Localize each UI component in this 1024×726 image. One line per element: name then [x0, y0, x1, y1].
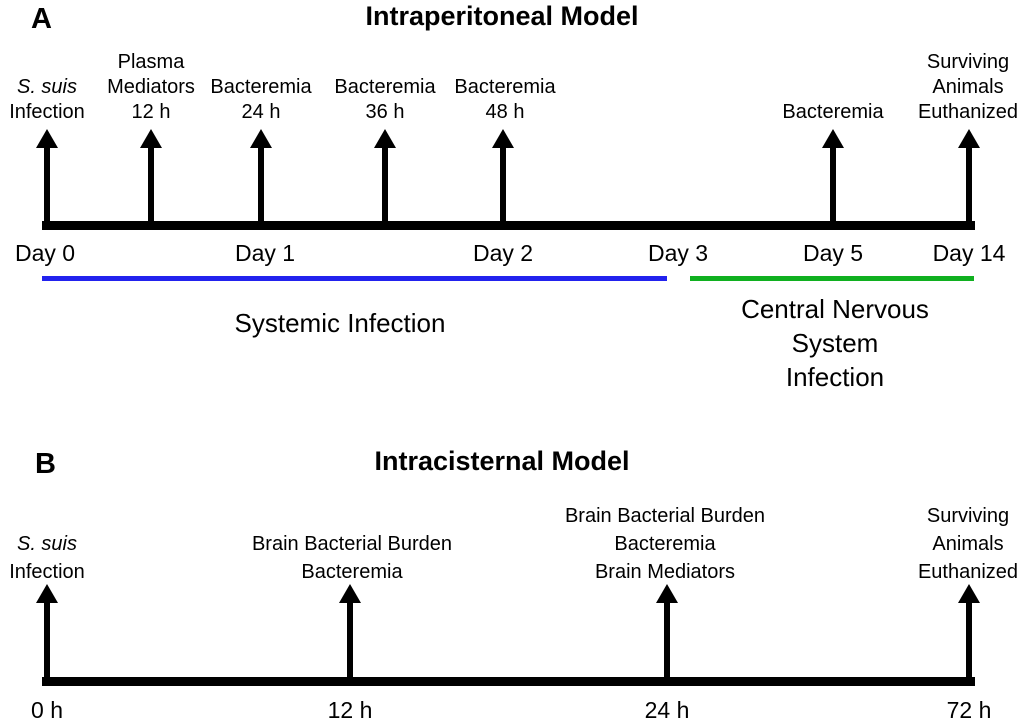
up-arrow-icon	[250, 129, 272, 221]
cns-infection-label: Central Nervous System Infection	[741, 294, 929, 392]
event-label-bacteremia-48h: Bacteremia 48 h	[454, 75, 555, 125]
event-line: 48 h	[485, 101, 525, 123]
up-arrow-icon	[140, 129, 162, 221]
event-label-bacteremia-24h: Bacteremia 24 h	[210, 75, 311, 125]
arrow-head-icon	[339, 584, 361, 603]
arrow-stem	[44, 603, 50, 677]
event-label-plasma-12h: Plasma Mediators 12 h	[107, 50, 195, 125]
up-arrow-icon	[36, 129, 58, 221]
event-label-infection-a: S. suis Infection	[9, 75, 85, 125]
panel-a-title: Intraperitoneal Model	[365, 1, 639, 31]
arrow-head-icon	[36, 129, 58, 148]
arrow-head-icon	[140, 129, 162, 148]
event-line: Brain Bacterial Burden	[251, 533, 453, 555]
cns-infection-line	[690, 276, 974, 281]
event-label-bacteremia-36h: Bacteremia 36 h	[334, 75, 435, 125]
event-line: Surviving	[926, 51, 1010, 73]
event-label-bacteremia-day5: Bacteremia	[782, 100, 883, 125]
up-arrow-icon	[958, 584, 980, 677]
event-line: Bacteremia	[454, 76, 556, 98]
up-arrow-icon	[339, 584, 361, 677]
axis-label-day14: Day 14	[932, 240, 1006, 266]
up-arrow-icon	[374, 129, 396, 221]
timeline-bar-b	[42, 677, 975, 686]
arrow-head-icon	[36, 584, 58, 603]
arrow-stem	[500, 148, 506, 221]
event-line: 36 h	[365, 101, 405, 123]
event-line: Brain Bacterial Burden	[564, 505, 766, 527]
event-line: S. suis	[16, 76, 78, 98]
axis-label-72h: 72 h	[946, 697, 992, 723]
event-line: Bacteremia	[614, 533, 716, 555]
up-arrow-icon	[492, 129, 514, 221]
arrow-stem	[347, 603, 353, 677]
arrow-head-icon	[822, 129, 844, 148]
systemic-infection-line	[42, 276, 667, 281]
arrow-head-icon	[656, 584, 678, 603]
event-line: Euthanized	[917, 101, 1019, 123]
panel-b-title: Intracisternal Model	[374, 446, 630, 476]
axis-label-0h: 0 h	[31, 697, 63, 723]
arrow-head-icon	[250, 129, 272, 148]
arrow-stem	[148, 148, 154, 221]
arrow-stem	[830, 148, 836, 221]
event-line: 12 h	[131, 101, 171, 123]
event-label-euthanized-b: Surviving Animals Euthanized	[918, 502, 1018, 586]
arrow-stem	[966, 603, 972, 677]
up-arrow-icon	[822, 129, 844, 221]
arrow-stem	[44, 148, 50, 221]
event-line: Bacteremia	[301, 561, 403, 583]
arrow-head-icon	[492, 129, 514, 148]
arrow-head-icon	[958, 584, 980, 603]
event-line: S. suis	[16, 533, 78, 555]
event-line: Infection	[9, 561, 85, 583]
panel-a-letter: A	[31, 3, 52, 35]
event-line: 24 h	[241, 101, 281, 123]
event-line: Plasma	[117, 51, 185, 73]
up-arrow-icon	[958, 129, 980, 221]
up-arrow-icon	[656, 584, 678, 677]
systemic-infection-label: Systemic Infection	[234, 308, 446, 338]
timeline-bar-a	[42, 221, 975, 230]
event-line: Euthanized	[917, 561, 1019, 583]
event-label-brain-24h: Brain Bacterial Burden Bacteremia Brain …	[565, 502, 765, 586]
axis-label-12h: 12 h	[327, 697, 373, 723]
axis-label-day5: Day 5	[802, 240, 864, 266]
arrow-stem	[966, 148, 972, 221]
event-line: Animals	[932, 76, 1004, 98]
event-line: Surviving	[926, 505, 1010, 527]
event-label-brain-12h: Brain Bacterial Burden Bacteremia	[252, 530, 452, 586]
arrow-head-icon	[374, 129, 396, 148]
arrow-stem	[258, 148, 264, 221]
axis-label-day0: Day 0	[14, 240, 76, 266]
axis-label-24h: 24 h	[644, 697, 690, 723]
axis-label-day1: Day 1	[234, 240, 296, 266]
arrow-stem	[382, 148, 388, 221]
event-line: Bacteremia	[210, 76, 312, 98]
event-line: Brain Mediators	[594, 561, 736, 583]
event-line: Mediators	[107, 76, 195, 98]
event-label-euthanized-a: Surviving Animals Euthanized	[918, 50, 1018, 125]
axis-label-day2: Day 2	[472, 240, 534, 266]
event-line: Animals	[932, 533, 1004, 555]
arrow-head-icon	[958, 129, 980, 148]
panel-b-letter: B	[35, 448, 56, 480]
axis-label-day3: Day 3	[647, 240, 709, 266]
event-line: Bacteremia	[782, 101, 884, 123]
event-line: Bacteremia	[334, 76, 436, 98]
arrow-stem	[664, 603, 670, 677]
event-line: Infection	[9, 101, 85, 123]
event-label-infection-b: S. suis Infection	[9, 530, 85, 586]
up-arrow-icon	[36, 584, 58, 677]
